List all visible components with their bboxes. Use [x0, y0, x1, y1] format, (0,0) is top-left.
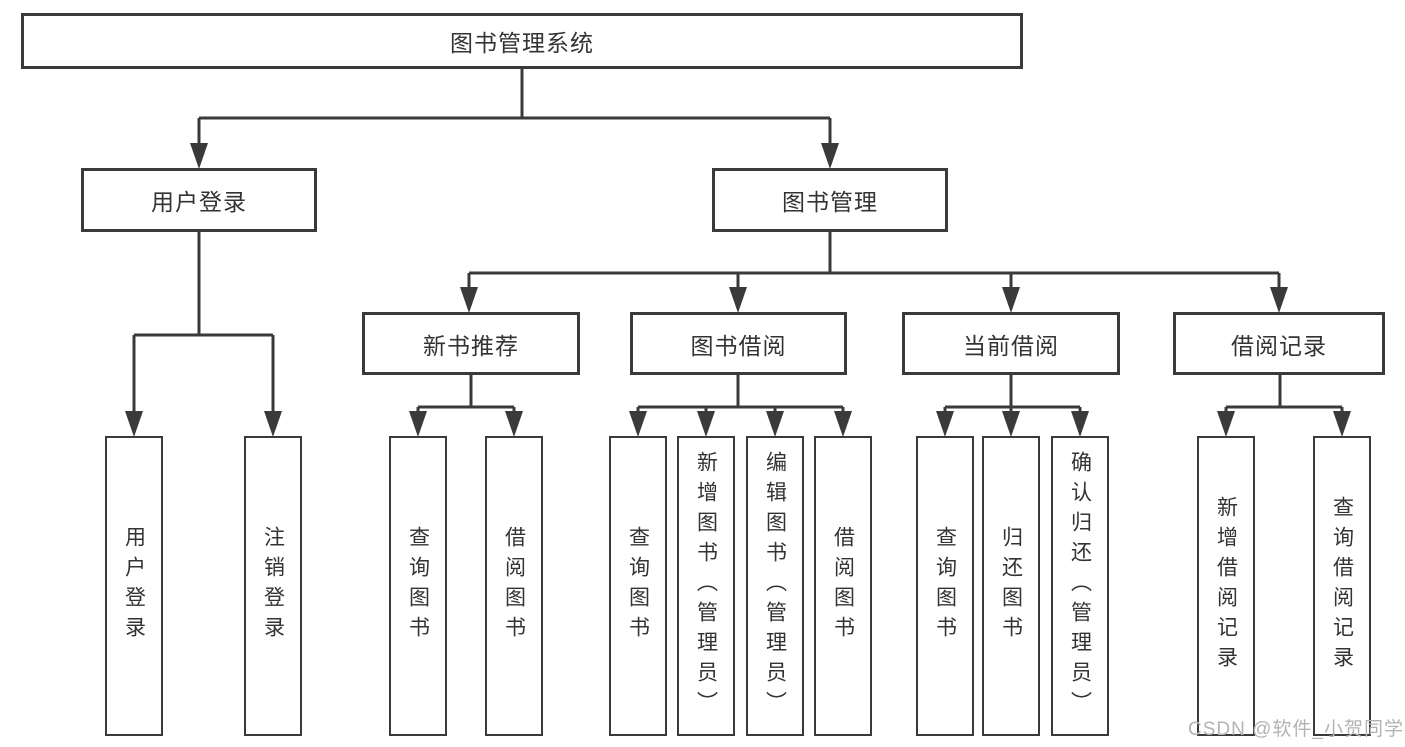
leaf-current-query-label: 查询图书: [933, 526, 957, 646]
leaf-records-query-label: 查询借阅记录: [1330, 496, 1354, 676]
connector-book-borrow: [629, 375, 852, 437]
node-new-books-label: 新书推荐: [423, 332, 519, 359]
node-root: 图书管理系统: [21, 13, 1023, 69]
arrowhead-icon: [629, 411, 647, 437]
leaf-user-login: 用户登录: [105, 436, 163, 736]
leaf-logout: 注销登录: [244, 436, 302, 736]
leaf-new-books-query-label: 查询图书: [406, 526, 430, 646]
node-user-login: 用户登录: [81, 168, 317, 232]
arrowhead-icon: [264, 411, 282, 437]
arrowhead-icon: [1333, 411, 1351, 437]
arrowhead-icon: [729, 287, 747, 313]
arrowhead-icon: [190, 143, 208, 169]
leaf-current-query: 查询图书: [916, 436, 974, 736]
node-root-label: 图书管理系统: [450, 30, 594, 56]
arrowhead-icon: [1002, 411, 1020, 437]
connector-user-login: [125, 232, 282, 437]
leaf-new-books-borrow-label: 借阅图书: [502, 526, 526, 646]
leaf-borrow-book: 借阅图书: [814, 436, 872, 736]
leaf-current-confirm-admin-label: 确认归还（管理员）: [1068, 451, 1092, 721]
arrowhead-icon: [936, 411, 954, 437]
leaf-records-add-label: 新增借阅记录: [1214, 496, 1238, 676]
arrowhead-icon: [821, 143, 839, 169]
connector-new-books: [409, 375, 523, 437]
arrowhead-icon: [1217, 411, 1235, 437]
node-user-login-label: 用户登录: [151, 189, 247, 215]
arrowhead-icon: [505, 411, 523, 437]
arrowhead-icon: [834, 411, 852, 437]
arrowhead-icon: [125, 411, 143, 437]
leaf-borrow-edit-admin-label: 编辑图书（管理员）: [763, 451, 787, 721]
connector-book-mgmt: [460, 232, 1288, 313]
node-new-books: 新书推荐: [362, 312, 580, 375]
leaf-current-return: 归还图书: [982, 436, 1040, 736]
leaf-borrow-edit-admin: 编辑图书（管理员）: [746, 436, 804, 736]
node-book-mgmt-label: 图书管理: [782, 189, 878, 215]
connector-borrow-records: [1217, 375, 1351, 437]
leaf-borrow-add-admin-label: 新增图书（管理员）: [694, 451, 718, 721]
node-borrow-records-label: 借阅记录: [1231, 332, 1327, 359]
csdn-watermark: CSDN @软件_小贺同学: [1188, 719, 1404, 740]
node-borrow-records: 借阅记录: [1173, 312, 1385, 375]
leaf-new-books-borrow: 借阅图书: [485, 436, 543, 736]
arrowhead-icon: [697, 411, 715, 437]
leaf-borrow-add-admin: 新增图书（管理员）: [677, 436, 735, 736]
node-book-mgmt: 图书管理: [712, 168, 948, 232]
leaf-borrow-book-label: 借阅图书: [831, 526, 855, 646]
leaf-current-return-label: 归还图书: [999, 526, 1023, 646]
leaf-records-query: 查询借阅记录: [1313, 436, 1371, 736]
connector-current-borrow: [936, 375, 1089, 437]
node-current-borrow-label: 当前借阅: [963, 332, 1059, 359]
node-current-borrow: 当前借阅: [902, 312, 1120, 375]
node-book-borrow-label: 图书借阅: [690, 332, 787, 359]
leaf-current-confirm-admin: 确认归还（管理员）: [1051, 436, 1109, 736]
leaf-new-books-query: 查询图书: [389, 436, 447, 736]
arrowhead-icon: [1002, 287, 1020, 313]
leaf-borrow-query-label: 查询图书: [626, 526, 650, 646]
arrowhead-icon: [766, 411, 784, 437]
leaf-user-login-label: 用户登录: [122, 526, 146, 646]
node-book-borrow: 图书借阅: [630, 312, 847, 375]
connector-root: [190, 69, 839, 169]
arrowhead-icon: [1071, 411, 1089, 437]
leaf-borrow-query: 查询图书: [609, 436, 667, 736]
arrowhead-icon: [1270, 287, 1288, 313]
leaf-records-add: 新增借阅记录: [1197, 436, 1255, 736]
arrowhead-icon: [460, 287, 478, 313]
leaf-logout-label: 注销登录: [261, 526, 285, 646]
arrowhead-icon: [409, 411, 427, 437]
